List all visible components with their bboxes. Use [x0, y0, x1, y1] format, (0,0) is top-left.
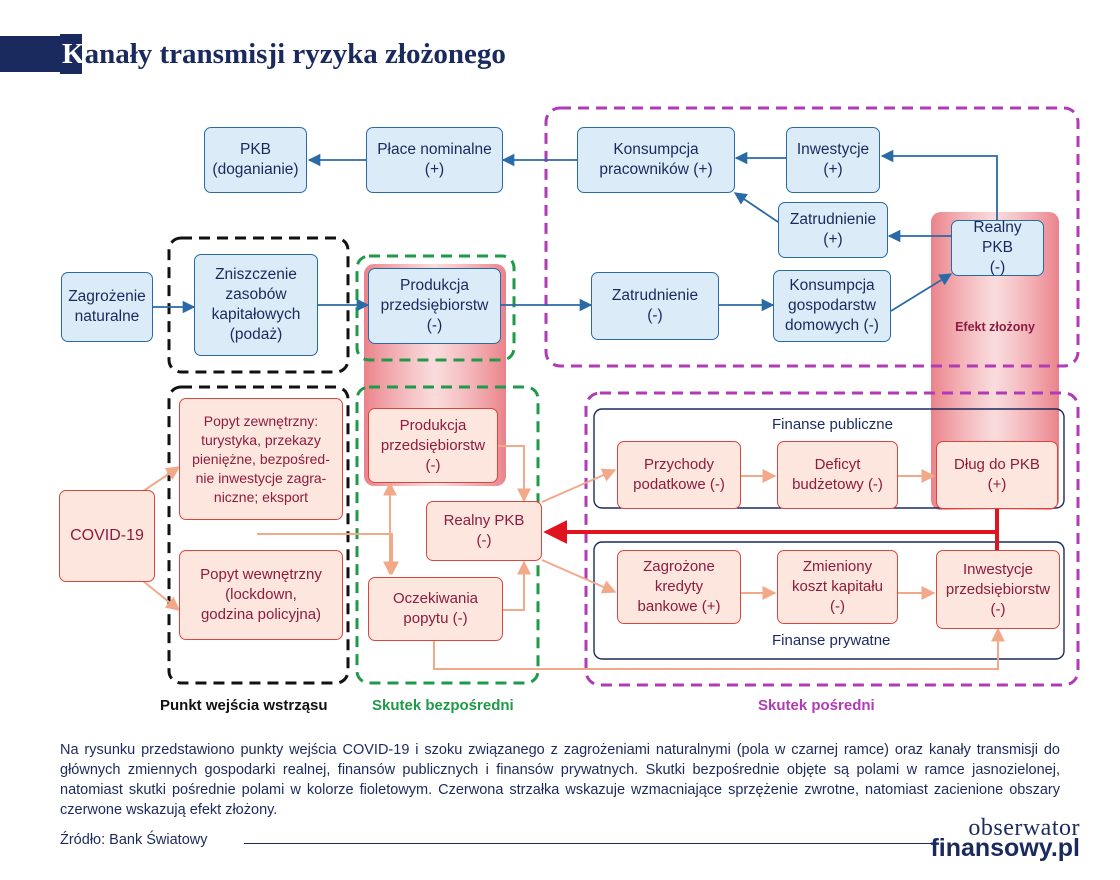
node-przychody-podatkowe: Przychody podatkowe (-) [617, 441, 741, 509]
node-zniszczenie-zasobow: Zniszczenie zasobów kapitałowych (podaż) [194, 254, 318, 356]
logo-line-2: finansowy.pl [930, 834, 1080, 862]
label-punkt-wejscia: Punkt wejścia wstrząsu [160, 697, 328, 714]
node-realny-pkb-top: Realny PKB (-) [951, 219, 1044, 276]
node-deficyt-budzetowy: Deficyt budżetowy (-) [777, 441, 898, 509]
node-dlug-do-pkb: Dług do PKB (+) [936, 441, 1058, 509]
arrow-oczekiwania-to-inwestycje [433, 627, 1005, 670]
node-produkcja-low: Produkcja przedsiębiorstw (-) [368, 408, 498, 483]
node-produkcja-top: Produkcja przedsiębiorstw (-) [368, 268, 501, 344]
page-title: Kanały transmisji ryzyka złożonego [62, 34, 506, 74]
node-place-nominalne: Płace nominalne (+) [366, 127, 503, 193]
label-skutek-bezposredni: Skutek bezpośredni [372, 697, 514, 714]
node-inwestycje-top: Inwestycje (+) [786, 127, 880, 193]
node-pkb-doganianie: PKB (doganianie) [204, 127, 307, 193]
figure-caption: Na rysunku przedstawiono punkty wejścia … [60, 742, 1060, 818]
arrow-zatrudnienie-to-konsumpcja [733, 192, 779, 223]
arrow-feedback-red [543, 508, 999, 544]
publisher-logo[interactable]: obserwator finansowy.pl [930, 815, 1080, 862]
frame-shock-entry-top [167, 236, 350, 374]
arrow-realnypkb-to-zagrozone [541, 559, 617, 594]
node-inwestycje-przedsiebiorstw: Inwestycje przedsiębiorstw (-) [936, 550, 1060, 629]
node-oczekiwania-popytu: Oczekiwania popytu (-) [368, 577, 503, 641]
frame-indirect-bottom [584, 391, 1080, 687]
label-finanse-publiczne: Finanse publiczne [772, 416, 893, 433]
source-divider [244, 843, 934, 844]
node-zagrozone-kredyty: Zagrożone kredyty bankowe (+) [617, 550, 741, 624]
title-rest: anały transmisji ryzyka złożonego [84, 38, 506, 70]
node-realny-pkb-low: Realny PKB (-) [426, 501, 542, 561]
source-note: Źródło: Bank Światowy [60, 832, 208, 848]
title-accent-bar [0, 36, 60, 72]
label-finanse-prywatne: Finanse prywatne [772, 632, 891, 649]
arrow-konsumpcja-gosp-to-realnypkb [890, 273, 953, 312]
node-konsumpcja-pracownikow: Konsumpcja pracowników (+) [577, 127, 735, 193]
arrow-produkcja-to-realnypkb [498, 445, 531, 503]
node-popyt-zewnetrzny: Popyt zewnętrzny: turystyka, przekazy pi… [179, 398, 343, 520]
frame-private-finance [593, 541, 1065, 660]
node-zagrozenie-naturalne: Zagrożenie naturalne [61, 272, 153, 342]
node-zatrudnienie-top: Zatrudnienie (+) [778, 202, 888, 258]
node-zmieniony-koszt: Zmieniony koszt kapitału (-) [777, 550, 898, 624]
title-first-letter: K [62, 38, 85, 70]
arrow-realnypkb-to-inwestycje [880, 149, 998, 220]
frame-indirect-top [544, 106, 1080, 368]
label-efekt-zlozony: Efekt złożony [955, 320, 1035, 334]
node-zatrudnienie-mid: Zatrudnienie (-) [591, 272, 719, 340]
logo-line-1: obserwator [968, 815, 1080, 841]
node-popyt-wewnetrzny: Popyt wewnętrzny (lockdown, godzina poli… [179, 550, 343, 640]
node-covid-19: COVID-19 [59, 490, 155, 582]
shade-area-composite [931, 212, 1059, 510]
label-skutek-posredni: Skutek pośredni [758, 697, 875, 714]
node-konsumpcja-gospodarstw: Konsumpcja gospodarstw domowych (-) [773, 270, 891, 342]
arrow-realnypkb-to-przychody [541, 468, 617, 503]
arrow-oczekiwania-to-realnypkb [503, 560, 531, 611]
